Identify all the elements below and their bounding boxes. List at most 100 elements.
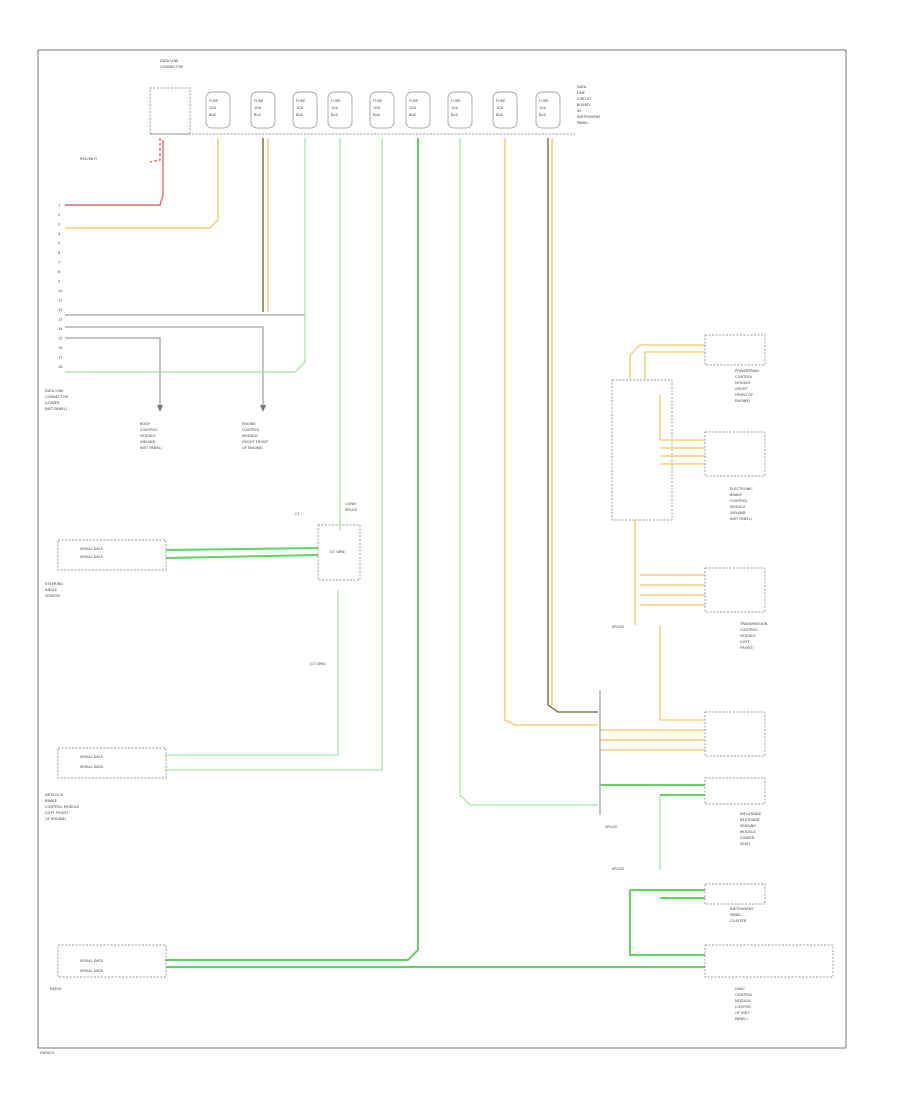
center-connector-label: CONN [345, 502, 356, 506]
fuse-label: FUSE [496, 99, 506, 103]
right-module-3-box [704, 567, 766, 613]
right-module-label-line: MODULE [740, 830, 756, 834]
dlc-pin-number: 11 [58, 299, 63, 303]
footer-code: FWS001 [40, 1051, 55, 1055]
fuse-label: BLK [539, 113, 546, 117]
right-module-label-line: MODULE [730, 505, 746, 509]
splice-label: SPLICE [612, 867, 625, 871]
right-module-label-line: SEAT) [740, 842, 751, 846]
right-module-label-line: PANEL) [735, 1017, 748, 1021]
wire-yellow-v5 [504, 138, 598, 726]
fuse-label: BLK [409, 113, 416, 117]
sub-label-line: INST PANEL) [140, 446, 163, 450]
right-module-1-box [704, 334, 766, 366]
top-right-label-line: INSTRUMENT [577, 115, 601, 119]
right-module-label-line: SENSING [740, 824, 756, 828]
fuse-label: FUSE [296, 99, 306, 103]
pin-label: SERIAL DATA [80, 959, 104, 963]
fuse-label: 10A [296, 106, 304, 110]
left-sub-label-2: ENGINE CONTROL MODULE (RIGHT FRONT OF EN… [242, 422, 269, 450]
sub-label-line: CONTROL [242, 428, 260, 432]
module-b-label: ANTILOCK BRAKE CONTROL MODULE (LEFT FRON… [45, 793, 80, 821]
fuse-label: 10A [451, 106, 459, 110]
dlc-pin-number: 4 [58, 232, 61, 236]
module-a-label: STEERING [45, 582, 63, 586]
sub-label-line: ENGINE [242, 422, 256, 426]
data-link-title-1: DATA LINK [160, 59, 179, 63]
right-module-label-line: (CENTER [735, 1005, 751, 1009]
fuse-label: 10A [209, 106, 217, 110]
center-connector-note-2: (LT GRN) [310, 662, 326, 666]
fuse-label: BLK [451, 113, 458, 117]
right-module-label-line: INFLATABLE [740, 812, 762, 816]
left-module-label: CONNECTOR [45, 395, 69, 399]
fuse-label: BLK [254, 113, 261, 117]
wire-gray-2 [65, 326, 264, 405]
dlc-pin-number: 8 [58, 270, 61, 274]
right-module-label-line: HVAC [735, 987, 745, 991]
right-module-label-line: (UNDER [740, 836, 755, 840]
right-module-label-line: OF INST [735, 1011, 750, 1015]
top-right-label-line: IN [577, 109, 581, 113]
fuse-row: FUSE 10A BLK FUSE 10A BLK FUSE 10A BLK FUSE 10A BLK… [205, 91, 561, 129]
top-right-label-line: BOARD [577, 103, 590, 107]
left-module-label: (LOWER [45, 401, 60, 405]
fuse-label: 10A [496, 106, 504, 110]
left-module-label: DATA LINK [45, 389, 64, 393]
fuse-label: FUSE [373, 99, 383, 103]
right-module-label-line: (BEHIND [730, 511, 746, 515]
fuse-label: FUSE [331, 99, 341, 103]
sub-label-line: CONTROL [140, 428, 158, 432]
diagram-frame [37, 49, 847, 1049]
right-module-2-box [704, 431, 766, 477]
top-right-label: DATA LINE CIRCUIT BOARD IN INSTRUMENT PA… [577, 85, 601, 125]
right-module-label-line: CLUSTER [730, 919, 747, 923]
wire-green-v2 [165, 138, 383, 771]
dlc-pin-number: 1 [58, 204, 60, 208]
right-module-label-line: POWERTRAIN [735, 369, 759, 373]
right-module-7-box [704, 944, 834, 978]
fuse-icon [250, 91, 276, 129]
wire-green-v1b [165, 590, 339, 756]
fuse-icon [205, 91, 231, 129]
top-right-label-line: PANEL [577, 121, 588, 125]
dlc-pin-number: 12 [58, 308, 63, 312]
right-module-label-line: TRANSMISSION [739, 622, 768, 626]
pin-label: SERIAL DATA [80, 755, 104, 759]
wire-green-v3 [165, 138, 419, 961]
wire-green-v4 [459, 138, 598, 806]
module-a-label: ANGLE [45, 588, 58, 592]
module-c-label: RADIO [50, 987, 62, 991]
fuse-label: BLK [496, 113, 503, 117]
fuse-label: FUSE [254, 99, 264, 103]
right-module-label-line: MODULE [735, 381, 751, 385]
dlc-pin-number: 7 [58, 261, 60, 265]
dlc-pin-number: 15 [58, 337, 63, 341]
radio-box [57, 944, 167, 978]
dlc-pin-number: 2 [58, 213, 60, 217]
wire-green-a1 [165, 547, 319, 551]
right-module-label-line: FRONT OF [735, 393, 753, 397]
sub-label-line: MODULE [242, 434, 258, 438]
center-connector-label: C1 [295, 512, 300, 516]
left-sub-label-1: BODY CONTROL MODULE (BEHIND INST PANEL) [140, 422, 163, 450]
top-right-label-line: DATA [577, 85, 587, 89]
module-b-label-line: (LEFT FRONT [45, 811, 69, 815]
module-b-label-line: BRAKE [45, 799, 58, 803]
wire-yellow-r12 [659, 625, 705, 721]
wire-red [65, 140, 164, 206]
dlc-pin-number: 17 [58, 356, 63, 360]
module-b-label-line: ANTILOCK [45, 793, 64, 797]
fuse-label: BLK [209, 113, 216, 117]
arrow-down-icon [260, 405, 266, 412]
pin-label: SERIAL DATA [80, 969, 104, 973]
fuse-label: FUSE [409, 99, 419, 103]
splice-label: SPLICE [605, 825, 618, 829]
right-module-label-line: ELECTRONIC [730, 487, 753, 491]
dlc-pin-number: 18 [58, 365, 63, 369]
module-b-label-line: CONTROL MODULE [45, 805, 80, 809]
splice-label: SPLICE [612, 625, 625, 629]
